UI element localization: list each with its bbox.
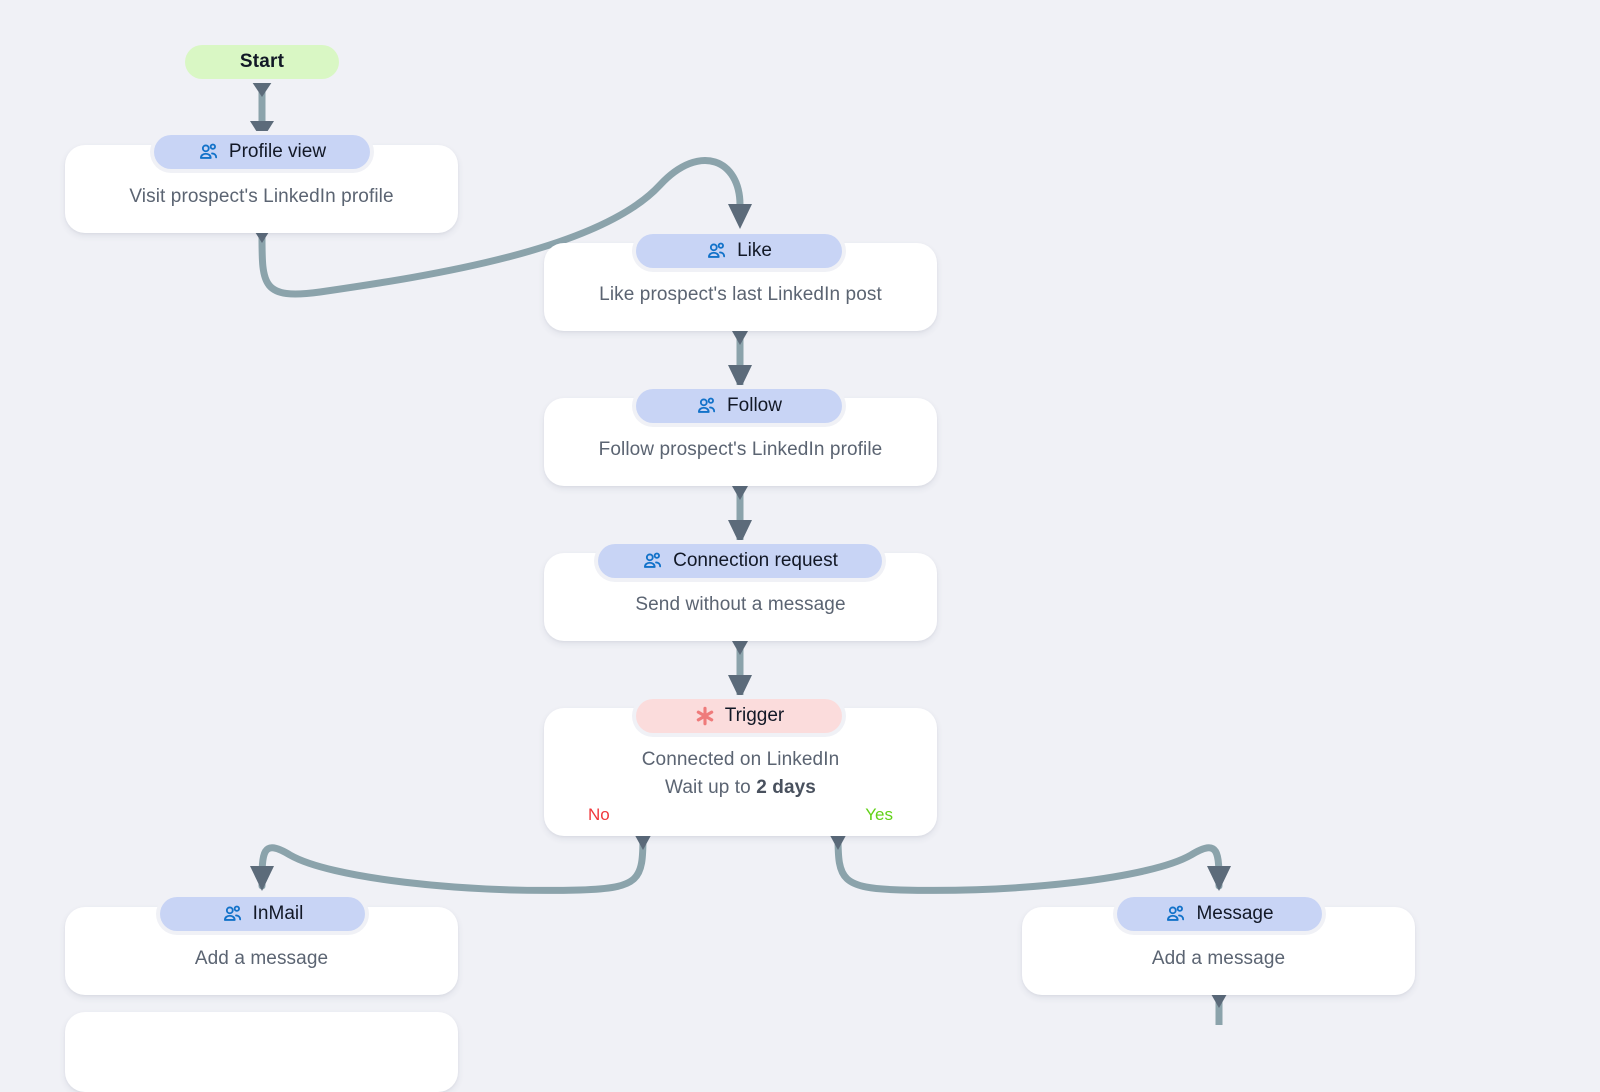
message-pill[interactable]: Message [1117, 897, 1322, 931]
trigger-branch-no-label[interactable]: No [588, 805, 610, 825]
next-card-partial[interactable] [65, 1012, 458, 1092]
trigger-branch-yes-label[interactable]: Yes [865, 805, 893, 825]
edge-connection-request-to-trigger [728, 634, 752, 700]
edge-follow-to-connection-request [728, 479, 752, 545]
trigger-wait-value: 2 days [756, 776, 816, 798]
profile-view-label: Profile view [228, 141, 327, 162]
like-pill[interactable]: Like [636, 234, 842, 268]
users-icon [706, 240, 728, 262]
follow-body: Follow prospect's LinkedIn profile [598, 439, 883, 460]
follow-pill[interactable]: Follow [636, 389, 842, 423]
follow-label: Follow [727, 395, 782, 416]
trigger-body-line2: Wait up to 2 days [544, 774, 937, 802]
start-pill[interactable]: Start [185, 45, 339, 79]
trigger-pill[interactable]: Trigger [636, 699, 842, 733]
connection-request-pill[interactable]: Connection request [598, 544, 882, 578]
trigger-wait-prefix: Wait up to [665, 776, 757, 798]
connection-request-label: Connection request [673, 550, 838, 571]
like-body: Like prospect's last LinkedIn post [599, 284, 882, 305]
users-icon [1165, 903, 1187, 925]
inmail-body: Add a message [194, 948, 329, 969]
inmail-pill[interactable]: InMail [160, 897, 365, 931]
trigger-body-line1: Connected on LinkedIn [641, 749, 840, 770]
edge-start-to-profile-view [250, 82, 274, 140]
connection-request-body: Send without a message [635, 594, 846, 615]
message-body: Add a message [1151, 948, 1286, 969]
users-icon [222, 903, 244, 925]
profile-view-pill[interactable]: Profile view [154, 135, 370, 169]
inmail-label: InMail [252, 903, 304, 924]
message-card[interactable]: Add a message [1022, 907, 1415, 995]
users-icon [198, 141, 220, 163]
message-label: Message [1196, 903, 1274, 924]
like-label: Like [737, 240, 772, 261]
profile-view-body: Visit prospect's LinkedIn profile [129, 186, 394, 207]
edge-like-to-follow [728, 324, 752, 390]
edge-trigger-yes-to-message [826, 828, 1231, 894]
start-label: Start [239, 51, 285, 72]
trigger-label: Trigger [724, 705, 785, 726]
users-icon [696, 395, 718, 417]
asterisk-icon [694, 705, 716, 727]
users-icon [642, 550, 664, 572]
edge-trigger-no-to-inmail [250, 828, 655, 894]
trigger-branch-row: No Yes [544, 805, 937, 825]
